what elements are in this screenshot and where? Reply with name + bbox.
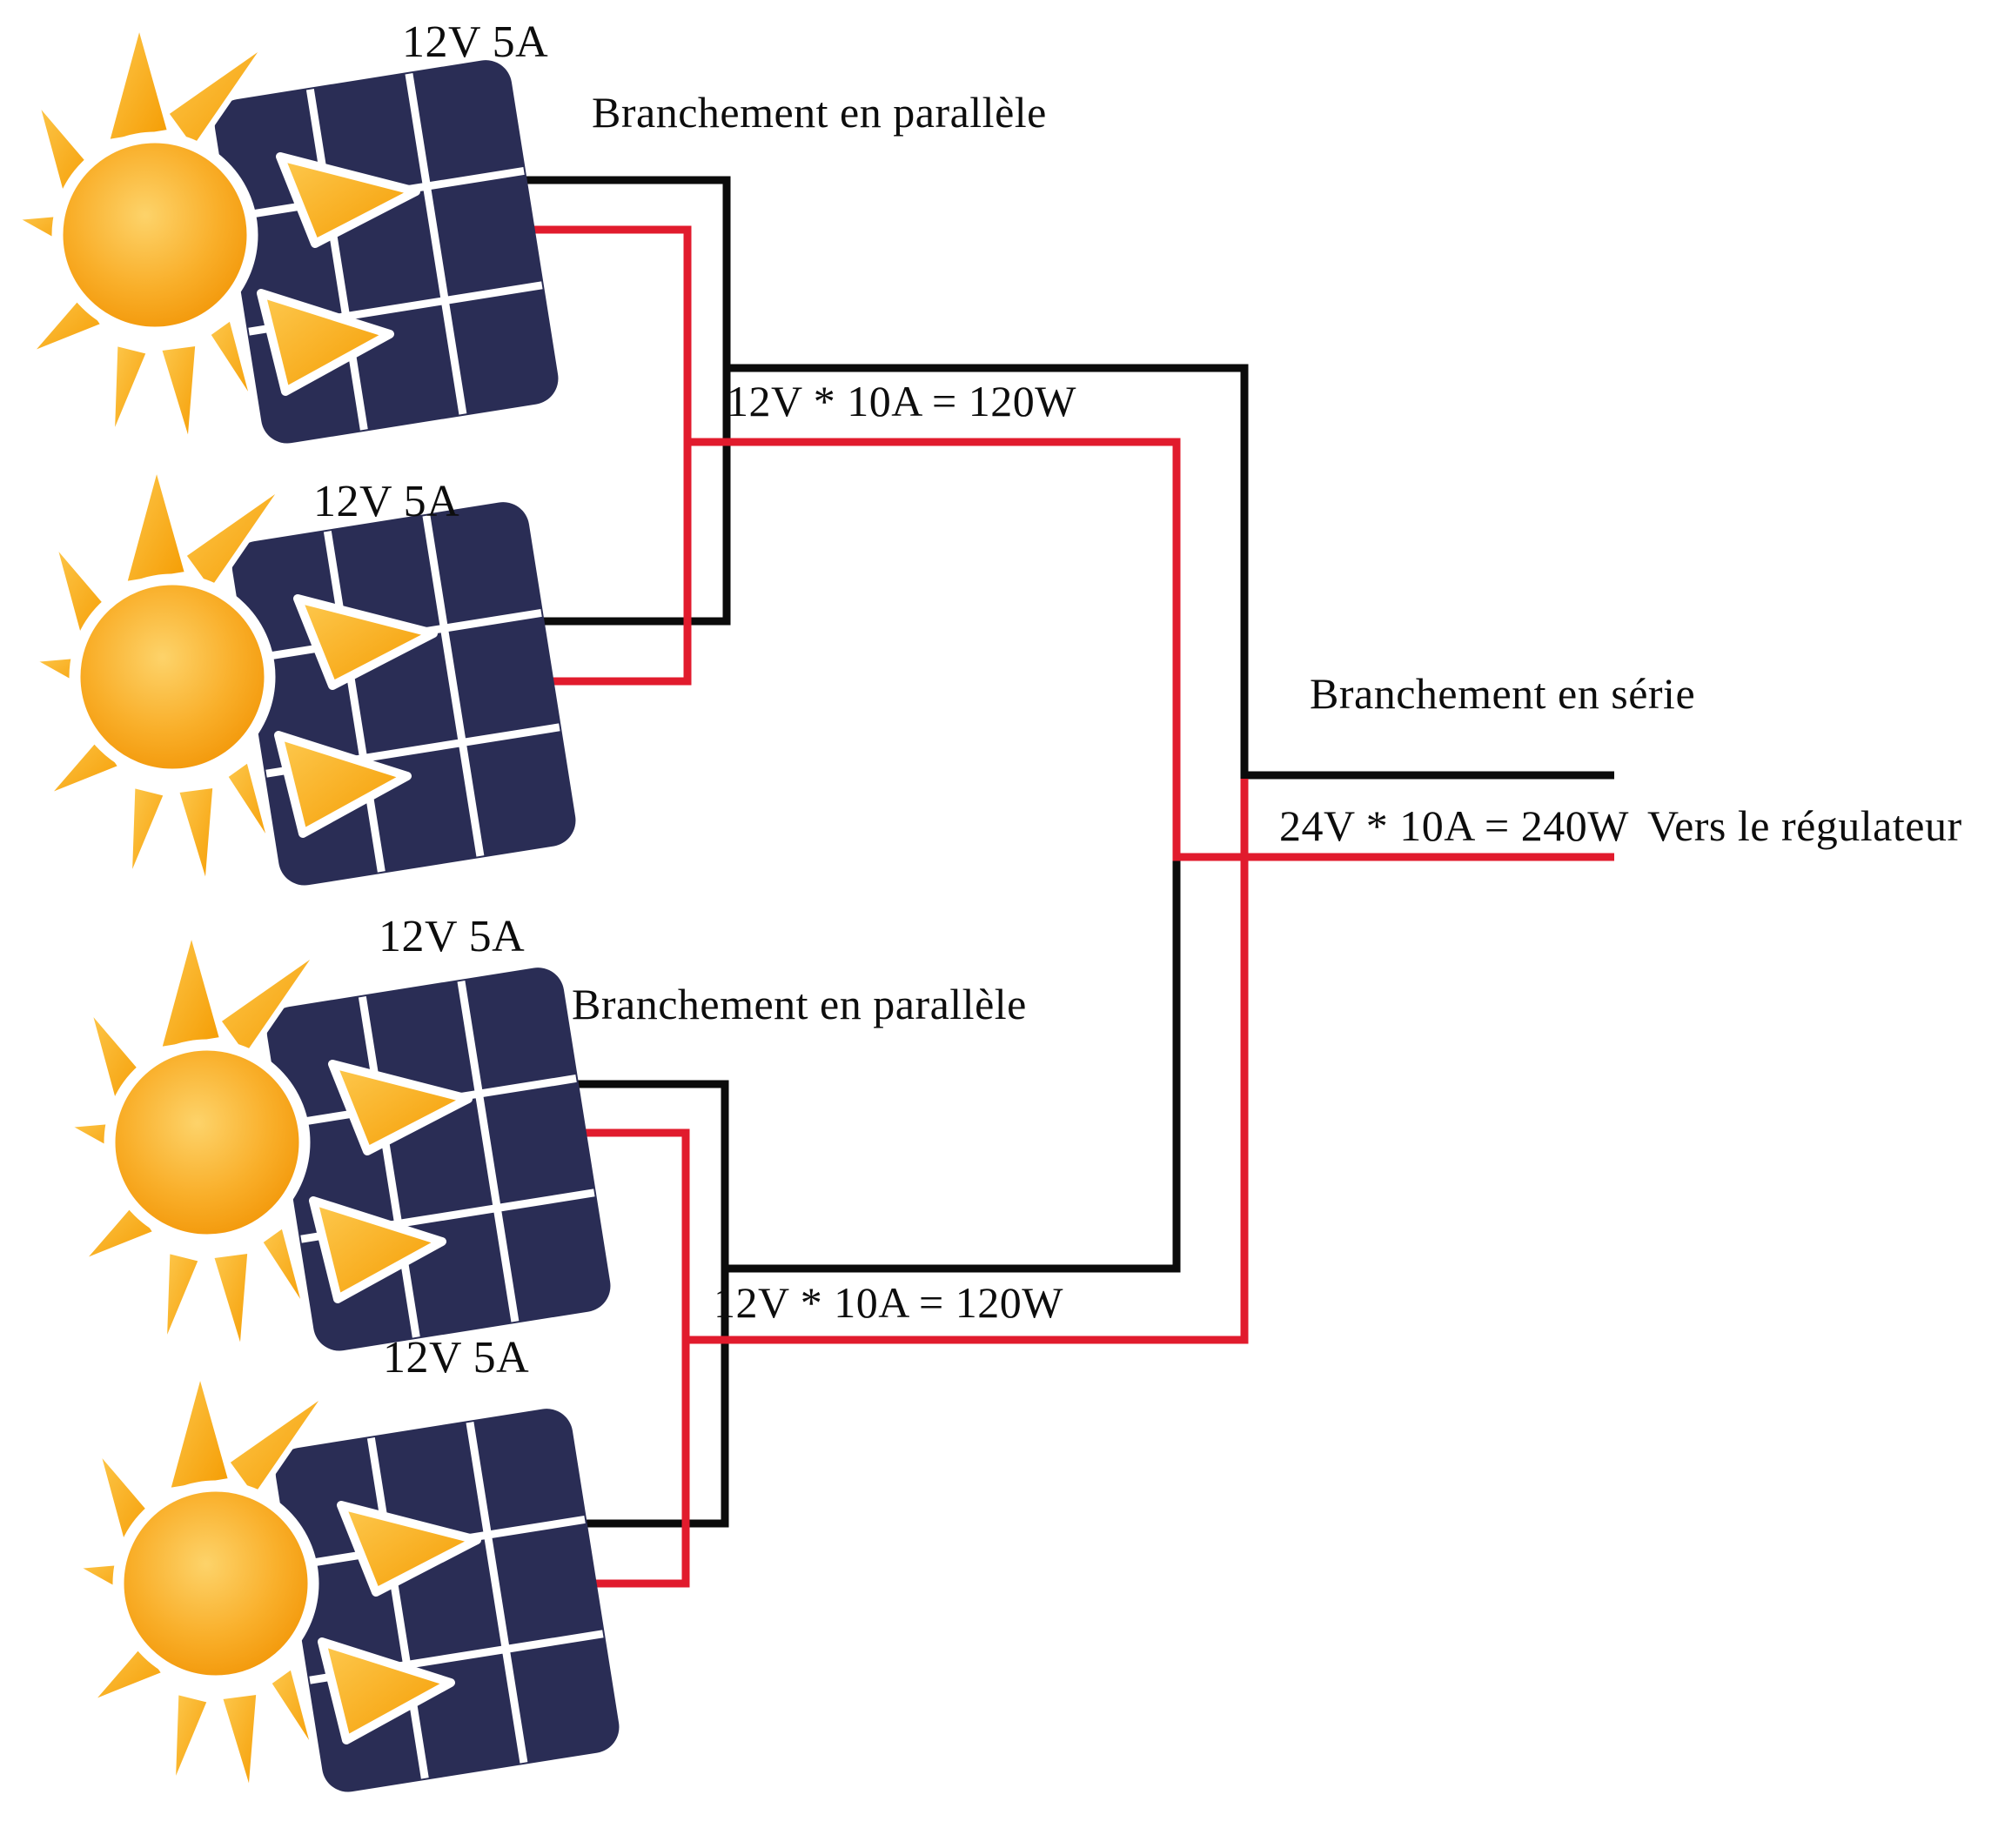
panel-label-3: 12V 5A — [379, 912, 526, 961]
wire-negative-output — [727, 364, 1614, 780]
wire-positive-series-link — [686, 779, 1249, 1344]
solar-panel-icon — [26, 452, 583, 914]
wire-positive-output — [687, 438, 1614, 861]
panel-label-4: 12V 5A — [383, 1333, 530, 1383]
parallel-label-bottom: Branchement en parallèle — [572, 980, 1027, 1028]
parallel-label-top: Branchement en parallèle — [592, 88, 1047, 137]
panel-label-1: 12V 5A — [402, 17, 549, 67]
total-power-label: 24V * 10A = 240W — [1279, 801, 1629, 850]
solar-panel-icon — [70, 1359, 627, 1820]
solar-panel-icon — [9, 10, 566, 472]
regulator-label: Vers le régulateur — [1647, 801, 1962, 850]
wire-positive-top-group — [513, 225, 692, 686]
wire-positive-bottom-group — [513, 1128, 690, 1588]
panel-label-2: 12V 5A — [313, 477, 460, 526]
solar-panel-icon — [61, 918, 618, 1379]
wire-negative-top-group — [513, 176, 731, 626]
series-label: Branchement en série — [1310, 669, 1696, 718]
wire-negative-bottom-group — [513, 1080, 729, 1528]
group-power-label-bottom: 12V * 10A = 120W — [714, 1278, 1063, 1327]
group-power-label-top: 12V * 10A = 120W — [727, 377, 1076, 425]
wire-negative-series-link — [725, 857, 1181, 1273]
